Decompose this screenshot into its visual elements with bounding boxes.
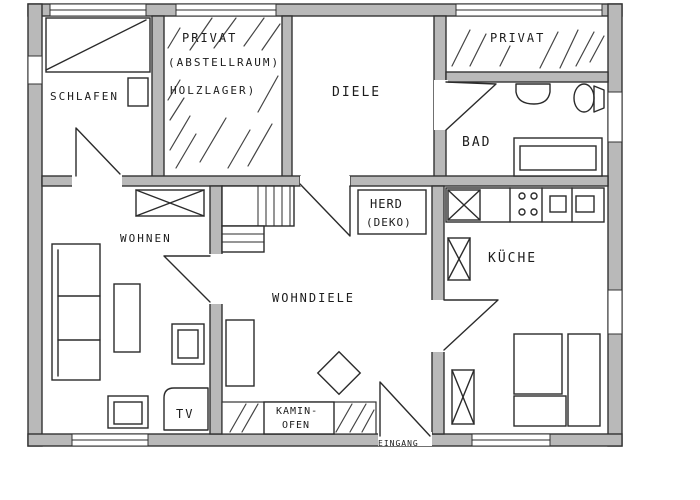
- label-privat-left-line1: PRIVAT: [182, 31, 237, 45]
- label-privat-right: PRIVAT: [490, 31, 545, 45]
- label-tv: TV: [176, 407, 194, 421]
- herd-box: [357, 189, 427, 235]
- label-kamin-line1: KAMIN-: [276, 406, 318, 417]
- label-diele: DIELE: [332, 85, 381, 100]
- label-kamin-line2: OFEN: [282, 420, 310, 431]
- schlafen-furniture: [45, 17, 151, 107]
- room-labels: SCHLAFEN PRIVAT (ABSTELLRAUM) HOLZLAGER)…: [50, 31, 545, 448]
- label-wohnen: WOHNEN: [120, 232, 172, 245]
- label-privat-left-line3: HOLZLAGER): [170, 84, 256, 97]
- doors: [72, 80, 499, 446]
- privat-left-hatch: [167, 17, 281, 169]
- label-schlafen: SCHLAFEN: [50, 90, 119, 103]
- wohnen-furniture: [51, 189, 209, 431]
- label-herd-line2: (DEKO): [366, 216, 412, 229]
- inner-walls: [41, 15, 609, 435]
- label-herd-line1: HERD: [370, 197, 403, 211]
- label-kueche: KÜCHE: [488, 249, 537, 266]
- label-privat-left-line2: (ABSTELLRAUM): [168, 56, 280, 69]
- label-wohndiele: WOHNDIELE: [272, 291, 355, 305]
- windows: [27, 3, 623, 447]
- label-eingang: EINGANG: [378, 439, 419, 448]
- bad-fixtures: [513, 83, 605, 177]
- kueche-furniture: [445, 187, 605, 427]
- wohndiele-furniture: [221, 319, 377, 435]
- stairs: [221, 185, 295, 253]
- privat-right-hatch: [451, 29, 605, 69]
- label-bad: BAD: [462, 135, 491, 150]
